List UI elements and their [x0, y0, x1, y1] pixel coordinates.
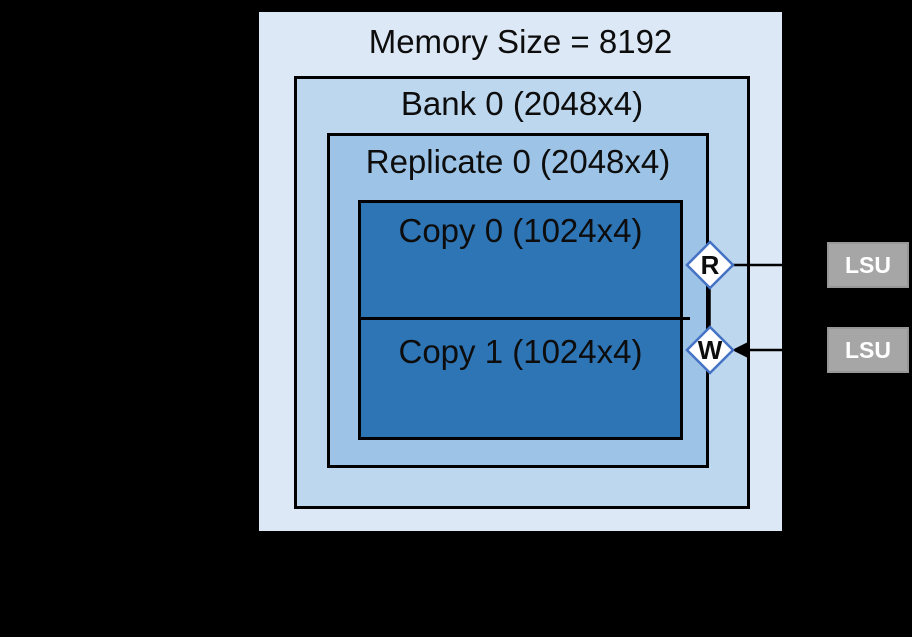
bank0-label: Bank 0 (2048x4)	[400, 85, 644, 122]
lsu-read-label: LSU	[845, 252, 891, 278]
copy-divider	[358, 317, 683, 320]
lsu-write-label: LSU	[845, 337, 891, 363]
lsu-box-read: LSU	[827, 242, 909, 288]
memory-size-label: Memory Size = 8192	[368, 23, 673, 60]
lsu-box-write: LSU	[827, 327, 909, 373]
copy0-label: Copy 0 (1024x4)	[398, 212, 643, 249]
copies-group: Copy 0 (1024x4) Copy 1 (1024x4)	[358, 200, 683, 440]
copy1-label: Copy 1 (1024x4)	[398, 333, 643, 370]
replicate0-label: Replicate 0 (2048x4)	[365, 143, 671, 180]
